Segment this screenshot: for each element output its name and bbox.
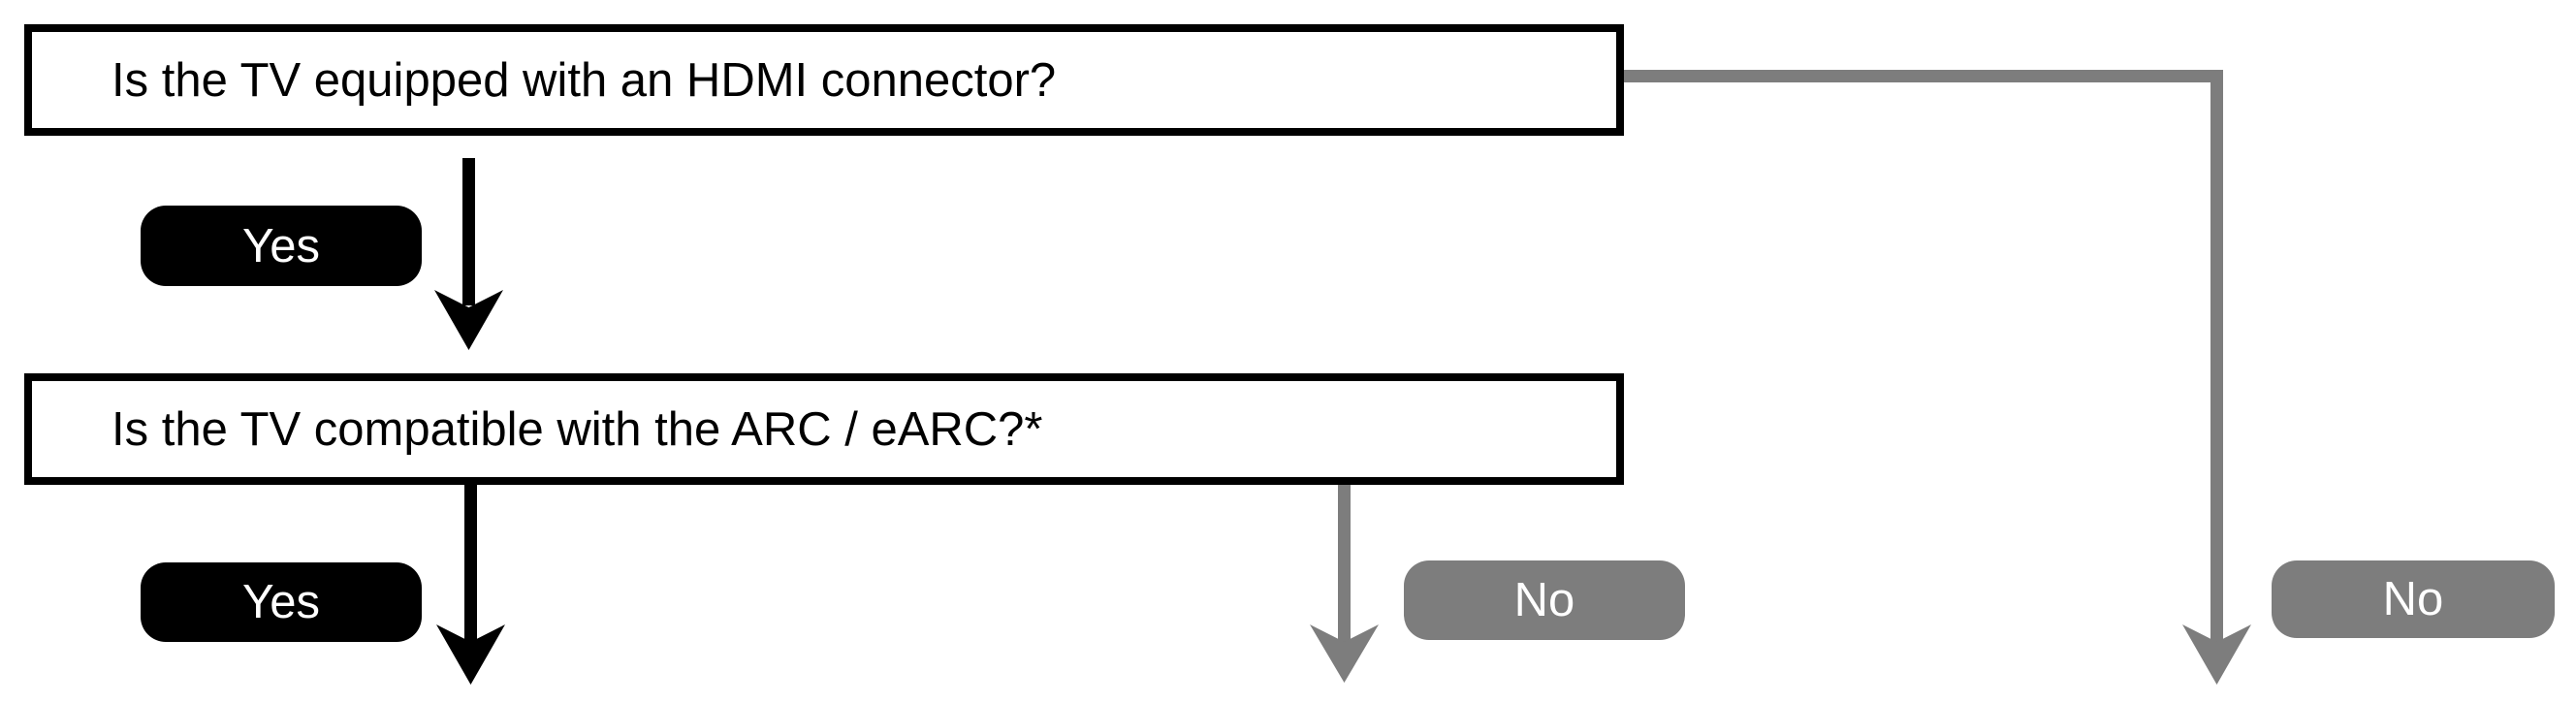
no-pill-hdmi: No — [2272, 560, 2555, 638]
arrow-q2-no — [1310, 482, 1379, 683]
yes-pill-arc: Yes — [141, 562, 422, 642]
question-box-hdmi: Is the TV equipped with an HDMI connecto… — [24, 24, 1624, 136]
no-pill-arc: No — [1404, 560, 1685, 640]
yes-pill-hdmi-label: Yes — [242, 219, 320, 272]
question-box-arc: Is the TV compatible with the ARC / eARC… — [24, 373, 1624, 485]
no-pill-hdmi-label: No — [2382, 573, 2444, 625]
yes-pill-hdmi: Yes — [141, 206, 422, 286]
question-text-arc: Is the TV compatible with the ARC / eARC… — [111, 402, 1043, 456]
connector-q1-no — [1624, 70, 2251, 685]
arrow-q2-yes — [436, 482, 505, 685]
arrow-q1-yes — [434, 158, 503, 350]
question-text-hdmi: Is the TV equipped with an HDMI connecto… — [111, 53, 1057, 107]
yes-pill-arc-label: Yes — [242, 576, 320, 628]
no-pill-arc-label: No — [1513, 574, 1575, 626]
